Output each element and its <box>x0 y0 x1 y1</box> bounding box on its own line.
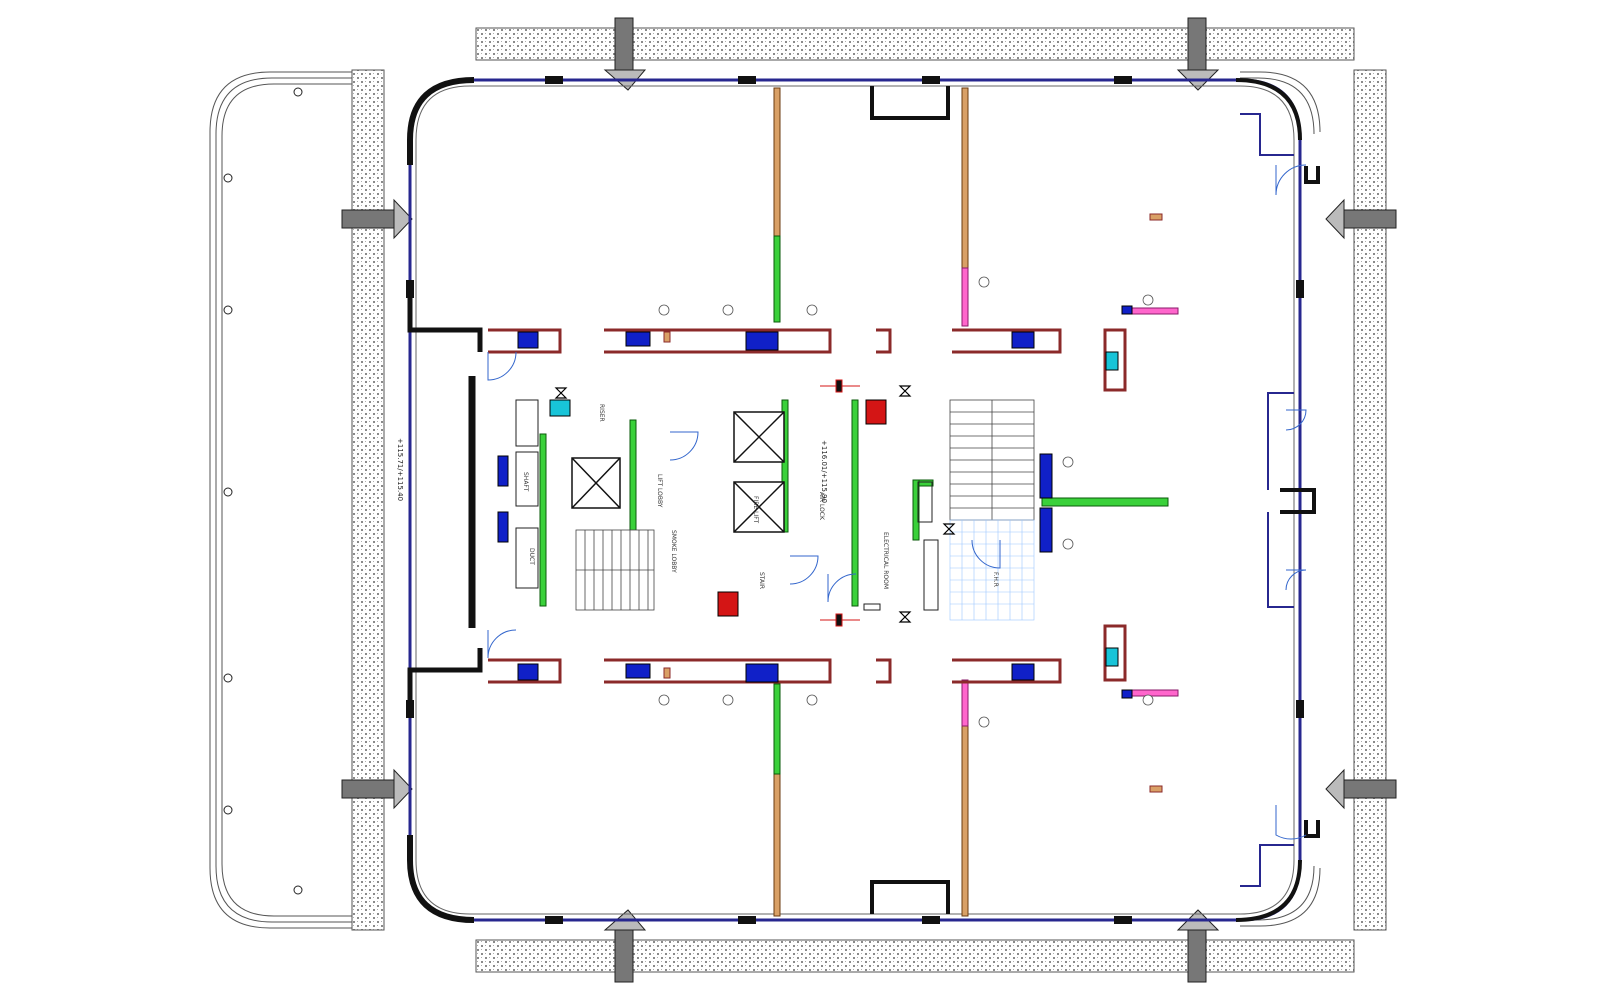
outer-balcony <box>209 71 1321 929</box>
fixtures <box>658 276 1154 728</box>
label-electrical: ELECTRICAL ROOM <box>882 532 889 589</box>
label-smoke-lobby: SMOKE LOBBY <box>670 530 677 573</box>
timber-partitions <box>773 87 969 917</box>
building-envelope <box>407 77 1302 923</box>
label-lift-lobby: LIFT LOBBY <box>656 474 663 508</box>
level-label-left: +115.71/+115.40 <box>396 438 404 501</box>
stair-left <box>575 529 655 611</box>
grating-walkways <box>351 27 1387 973</box>
service-notches <box>870 86 1320 914</box>
duct-partitions <box>961 267 1179 727</box>
stair-right <box>949 399 1035 521</box>
section-markers <box>820 379 860 627</box>
walkway-brackets <box>341 17 1397 983</box>
valve-symbols <box>554 385 956 623</box>
balcony-posts <box>223 87 303 895</box>
label-riser: RISER <box>598 404 605 422</box>
green-partitions <box>539 235 1169 775</box>
service-blocks <box>497 305 1133 699</box>
left-notch-wall <box>407 295 483 705</box>
lifts <box>571 411 785 533</box>
doors <box>487 164 1307 840</box>
level-label-core: +116.01/+115.90 <box>820 440 828 503</box>
core-walls <box>488 328 1127 684</box>
label-air-lock: AIR LOCK <box>818 492 825 521</box>
tile-grid <box>949 519 1035 621</box>
label-stair: STAIR <box>758 572 765 589</box>
label-shaft: SHAFT <box>522 472 529 492</box>
fire-blocks <box>549 351 1119 667</box>
small-markers <box>663 213 1163 793</box>
right-bays <box>1240 113 1294 887</box>
perimeter-mullions <box>406 76 1304 924</box>
label-duct: DUCT <box>528 548 535 565</box>
label-fhr: F.H.R <box>992 572 999 587</box>
label-fire-lift: FIRE LIFT <box>752 496 759 524</box>
core-rooms <box>515 399 939 611</box>
